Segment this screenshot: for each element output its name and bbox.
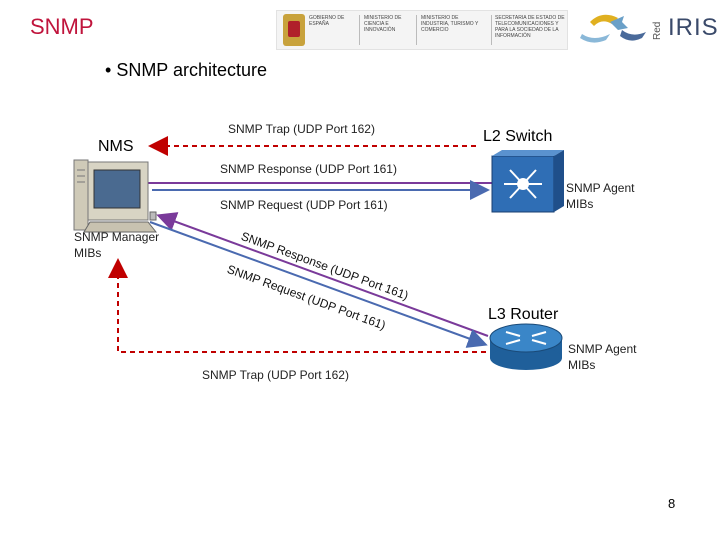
trap-label-top: SNMP Trap (UDP Port 162) bbox=[228, 122, 375, 136]
manager-mibs-label: MIBs bbox=[74, 246, 102, 260]
logo-gobierno: GOBIERNO DE ESPAÑA bbox=[309, 15, 345, 27]
request-arrow-l3 bbox=[149, 221, 488, 348]
page-number: 8 bbox=[668, 496, 676, 511]
response-arrow-l3 bbox=[156, 212, 489, 337]
bullet-snmp-architecture: • SNMP architecture bbox=[105, 60, 268, 80]
l3-router-label: L3 Router bbox=[488, 306, 559, 323]
request-label-l2: SNMP Request (UDP Port 161) bbox=[220, 198, 388, 212]
bullet-text: SNMP architecture bbox=[116, 60, 268, 80]
l3-mibs-label: MIBs bbox=[568, 358, 596, 372]
logo-secretaria: SECRETARÍA DE ESTADO DE TELECOMUNICACION… bbox=[495, 15, 565, 39]
logo-ministerio-ciencia: MINISTERIO DE CIENCIA E INNOVACIÓN bbox=[364, 15, 402, 33]
manager-label: SNMP Manager bbox=[74, 230, 160, 244]
l2-mibs-label: MIBs bbox=[566, 197, 594, 211]
l3-router-icon bbox=[489, 323, 563, 370]
l2-agent-label: SNMP Agent bbox=[566, 181, 635, 195]
rediris-logo-icon bbox=[580, 14, 646, 43]
ministry-logos: GOBIERNO DE ESPAÑA MINISTERIO DE CIENCIA… bbox=[276, 10, 568, 50]
l3-agent-label: SNMP Agent bbox=[568, 342, 637, 356]
nms-label: NMS bbox=[98, 138, 134, 155]
l2-switch-icon bbox=[491, 150, 564, 213]
l2-switch-label: L2 Switch bbox=[483, 128, 553, 145]
response-label-l2: SNMP Response (UDP Port 161) bbox=[220, 162, 397, 176]
logo-ministerio-industria: MINISTERIO DE INDUSTRIA, TURISMO Y COMER… bbox=[421, 15, 479, 33]
logo-iris-text: IRIS bbox=[668, 14, 719, 41]
coat-of-arms-icon bbox=[283, 14, 305, 46]
slide-title: SNMP bbox=[30, 14, 94, 39]
trap-arrow-bottom bbox=[108, 258, 486, 353]
nms-computer-icon bbox=[73, 159, 158, 233]
trap-label-bottom: SNMP Trap (UDP Port 162) bbox=[202, 368, 349, 382]
